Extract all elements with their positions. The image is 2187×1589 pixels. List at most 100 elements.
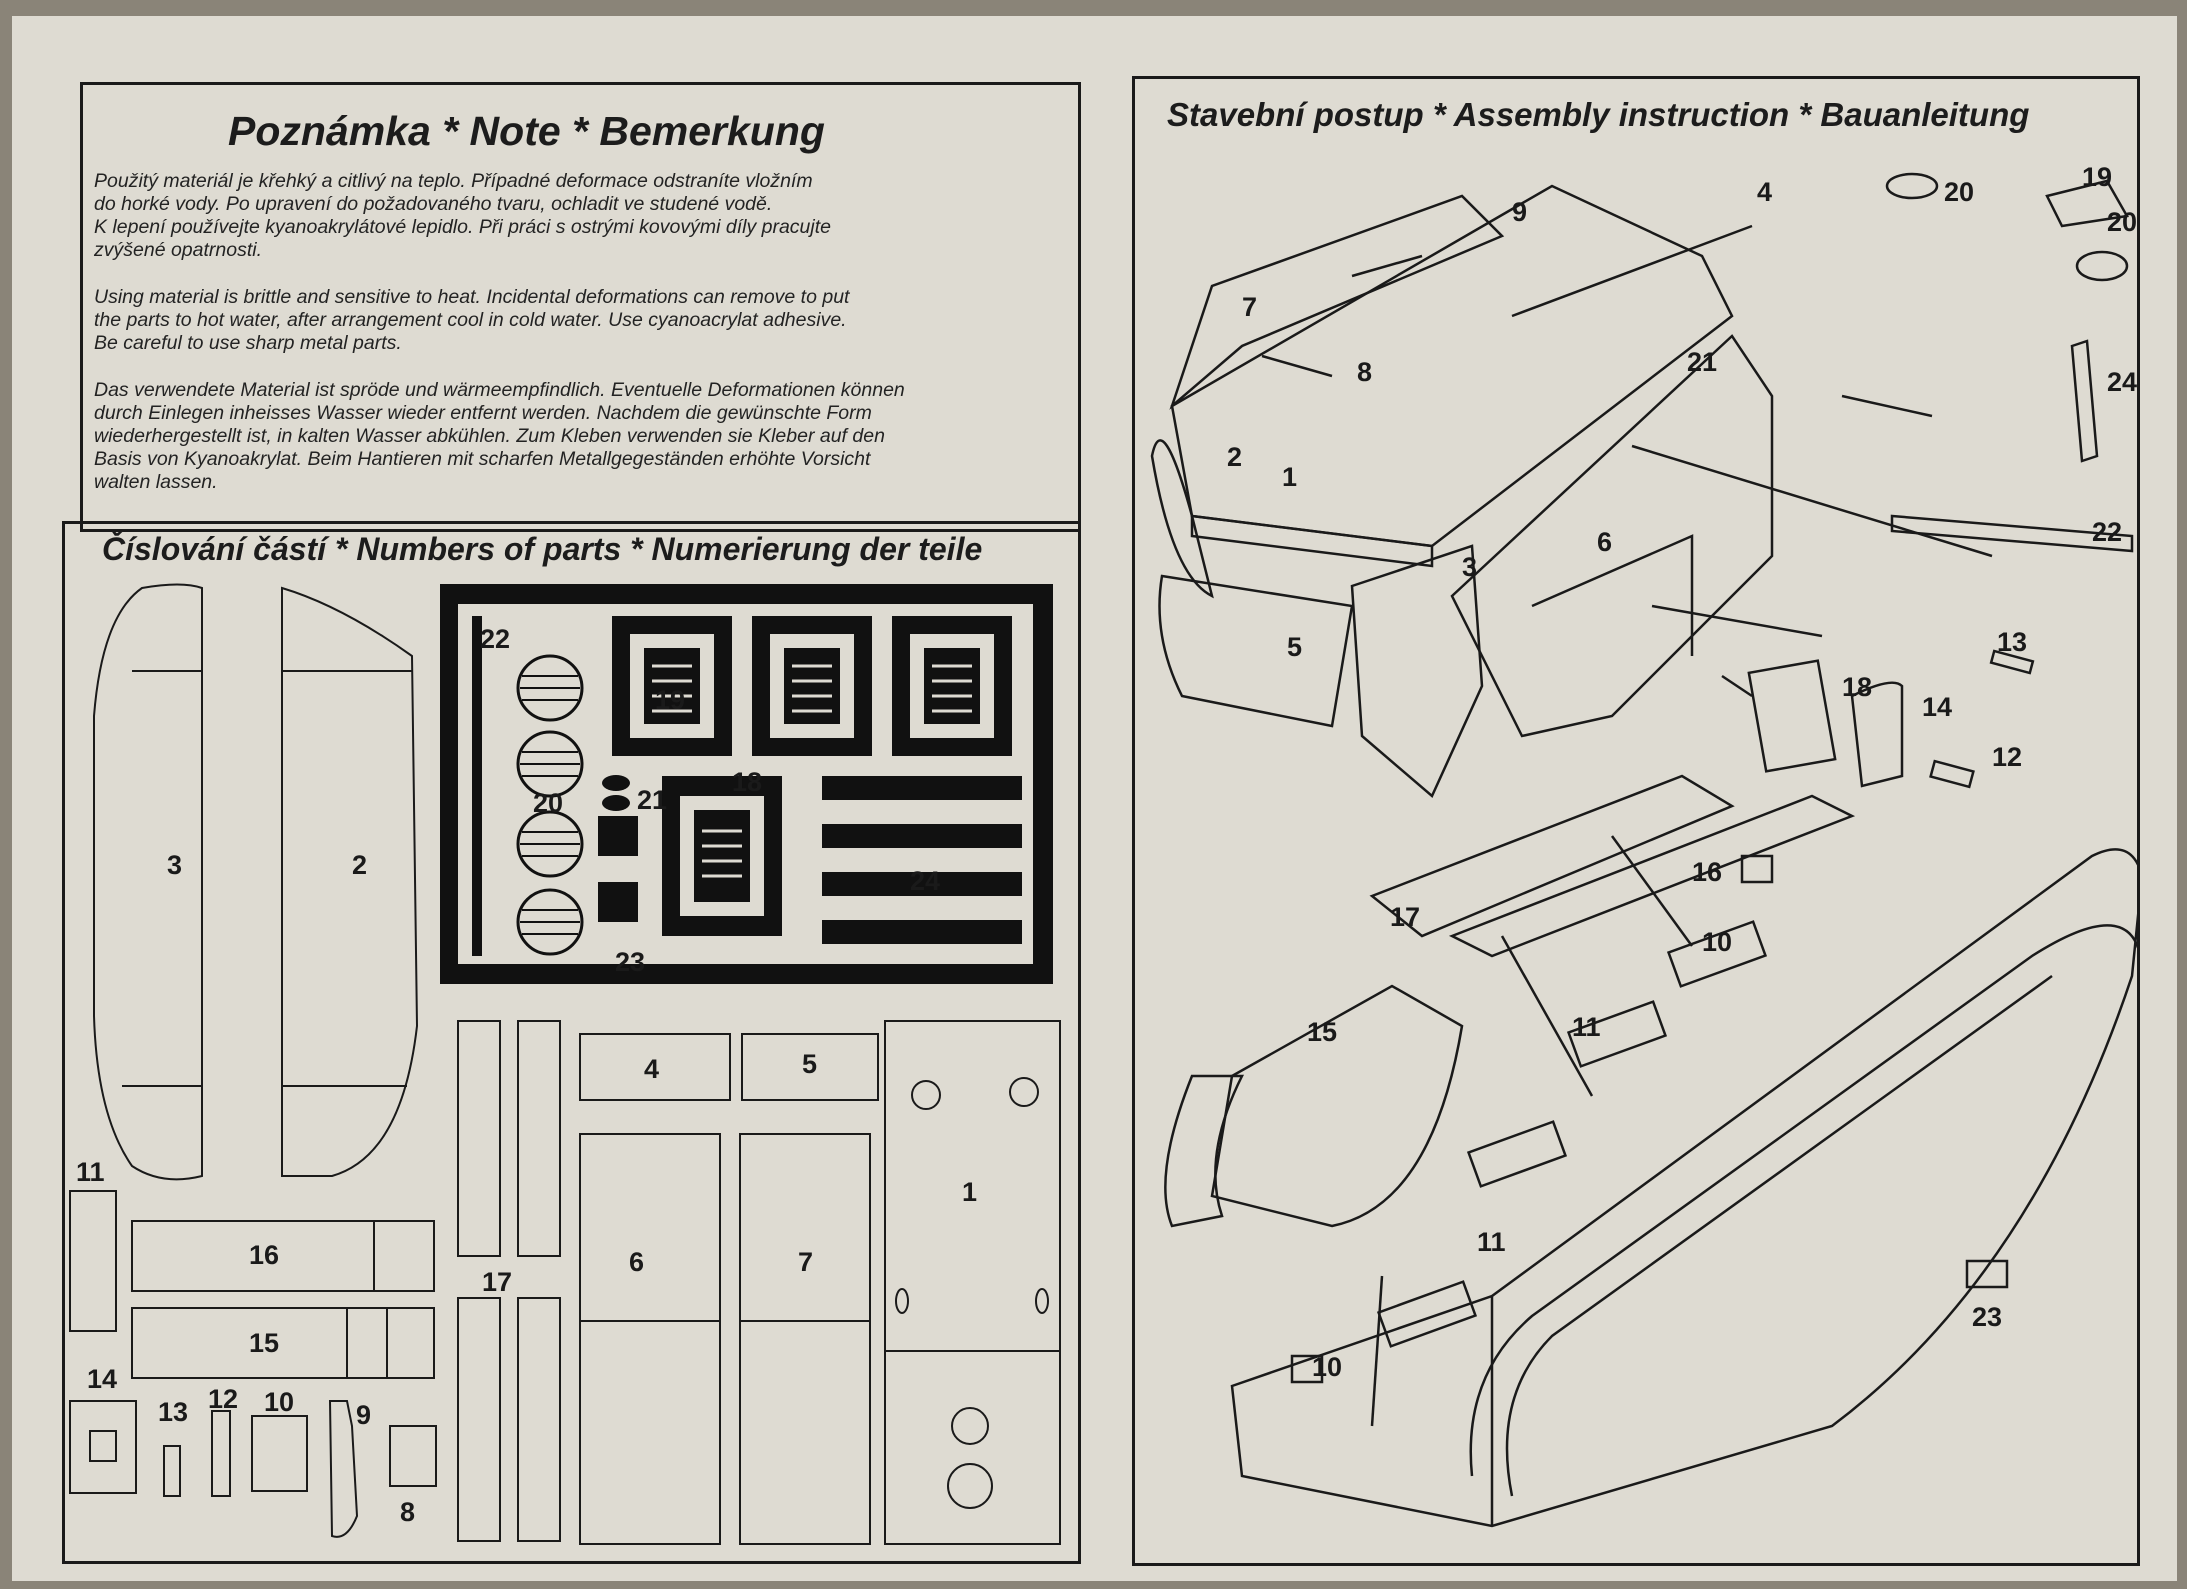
part-17-strip bbox=[457, 1020, 501, 1257]
step-label: 18 bbox=[1842, 672, 1872, 702]
step-label: 8 bbox=[1357, 357, 1372, 387]
part-10-grouser bbox=[1290, 1354, 1324, 1384]
note-line: Basis von Kyanoakrylat. Beim Hantieren m… bbox=[94, 448, 871, 470]
part-11-grouser bbox=[1666, 920, 1768, 988]
assembly-frame bbox=[1132, 76, 2140, 1566]
part-label: 19 bbox=[655, 685, 685, 715]
step-label: 10 bbox=[1702, 927, 1732, 957]
step-label: 2 bbox=[1227, 442, 1242, 472]
part-label: 21 bbox=[637, 785, 667, 815]
right-track bbox=[1469, 924, 2140, 1477]
part-label: 16 bbox=[249, 1240, 279, 1270]
part-11-grouser bbox=[1566, 1000, 1668, 1068]
part-16-panel bbox=[1448, 794, 1856, 958]
part-12-outline bbox=[211, 1410, 231, 1497]
part-24-strip bbox=[2070, 339, 2099, 463]
lower-hull bbox=[1230, 848, 2140, 1528]
step-label: 24 bbox=[2107, 367, 2137, 397]
step-label: 12 bbox=[1992, 742, 2022, 772]
part-label: 14 bbox=[87, 1364, 117, 1394]
part-20-cover bbox=[1885, 172, 1939, 200]
part-label: 24 bbox=[910, 866, 940, 896]
note-line: do horké vody. Po upravení do požadované… bbox=[94, 193, 773, 215]
step-label: 19 bbox=[2082, 162, 2112, 192]
step-label: 15 bbox=[1307, 1017, 1337, 1047]
part-label: 1 bbox=[962, 1177, 977, 1207]
note-line: Das verwendete Material ist spröde und w… bbox=[94, 379, 905, 401]
part-5-outline bbox=[741, 1033, 879, 1101]
step-label: 4 bbox=[1757, 177, 1772, 207]
part-16-outline bbox=[131, 1220, 435, 1292]
note-frame bbox=[80, 82, 1081, 532]
step-label: 1 bbox=[1282, 462, 1297, 492]
step-label: 7 bbox=[1242, 292, 1257, 322]
part-label: 10 bbox=[264, 1387, 294, 1417]
part-10-outline bbox=[251, 1415, 308, 1492]
part-13-pin bbox=[1989, 649, 2035, 675]
step-label: 21 bbox=[1687, 347, 1717, 377]
step-label: 20 bbox=[1944, 177, 1974, 207]
step-label: 9 bbox=[1512, 197, 1527, 227]
part-label: 6 bbox=[629, 1247, 644, 1277]
left-track-ring bbox=[1164, 1074, 1245, 1228]
part-label: 4 bbox=[644, 1054, 659, 1084]
instruction-sheet: Poznámka * Note * Bemerkung Použitý mate… bbox=[12, 16, 2177, 1581]
part-11-outline bbox=[69, 1190, 117, 1332]
part-label: 8 bbox=[400, 1497, 415, 1527]
step-label: 16 bbox=[1692, 857, 1722, 887]
hull-plate-5 bbox=[1158, 574, 1354, 728]
step-label: 13 bbox=[1997, 627, 2027, 657]
step-label: 3 bbox=[1462, 552, 1477, 582]
part-9-outline bbox=[328, 1400, 359, 1538]
hull-roof bbox=[1170, 184, 1734, 548]
assembly-diagram: 1 2 3 4 5 6 7 8 9 10 10 11 11 12 13 14 1… bbox=[1150, 162, 2140, 1528]
step-label: 5 bbox=[1287, 632, 1302, 662]
part-15-panel bbox=[1210, 984, 1464, 1228]
step-label: 11 bbox=[1477, 1227, 1506, 1257]
part-label: 13 bbox=[158, 1397, 188, 1427]
step-label: 22 bbox=[2092, 517, 2122, 547]
step-label: 10 bbox=[1312, 1352, 1342, 1382]
assembly-title: Stavební postup * Assembly instruction *… bbox=[1167, 96, 2030, 133]
part-2-outline bbox=[281, 586, 419, 1177]
part-label: 23 bbox=[615, 947, 645, 977]
track-17 bbox=[1369, 774, 1735, 938]
step-label: 17 bbox=[1390, 902, 1420, 932]
part-23-block bbox=[1965, 1259, 2009, 1289]
part-label: 5 bbox=[802, 1049, 817, 1079]
part-1-outline bbox=[884, 1020, 1061, 1545]
part-11-grouser bbox=[1376, 1280, 1478, 1348]
part-label: 18 bbox=[732, 767, 762, 797]
hull-side-7 bbox=[1169, 194, 1505, 410]
parts-diagram: 3 2 22 19 20 21 18 24 23 4 5 6 7 1 16 15… bbox=[69, 583, 1061, 1545]
note-english-text: Using material is brittle and sensitive … bbox=[94, 286, 849, 355]
hull-side-3 bbox=[1350, 544, 1484, 799]
note-german-text: Das verwendete Material ist spröde und w… bbox=[94, 379, 905, 494]
part-10-grouser bbox=[1740, 854, 1774, 884]
part-12-pin bbox=[1929, 759, 1975, 789]
note-title: Poznámka * Note * Bemerkung bbox=[228, 108, 825, 154]
part-label: 12 bbox=[208, 1384, 238, 1414]
part-label: 17 bbox=[482, 1267, 512, 1297]
note-czech-text: Použitý materiál je křehký a citlivý na … bbox=[94, 170, 831, 262]
note-line: zvýšené opatrnosti. bbox=[94, 239, 263, 261]
part-18-frame bbox=[1747, 659, 1837, 773]
note-line: walten lassen. bbox=[94, 471, 218, 493]
step-label: 14 bbox=[1922, 692, 1952, 722]
part-14-outline bbox=[69, 1400, 137, 1494]
parts-frame bbox=[62, 521, 1081, 1564]
part-label: 9 bbox=[356, 1400, 371, 1430]
note-line: the parts to hot water, after arrangemen… bbox=[94, 309, 847, 331]
part-13-outline bbox=[163, 1445, 181, 1497]
part-20-cover bbox=[2075, 250, 2129, 282]
part-6-outline bbox=[579, 1133, 721, 1545]
part-label: 2 bbox=[352, 850, 367, 880]
parts-title: Číslování částí * Numbers of parts * Num… bbox=[102, 531, 983, 567]
part-label: 3 bbox=[167, 850, 182, 880]
part-11-grouser bbox=[1466, 1120, 1568, 1188]
note-line: Be careful to use sharp metal parts. bbox=[94, 332, 402, 354]
step-label: 20 bbox=[2107, 207, 2137, 237]
hull-side-6 bbox=[1450, 334, 1774, 738]
note-line: durch Einlegen inheisses Wasser wieder e… bbox=[94, 402, 872, 424]
step-label: 11 bbox=[1572, 1012, 1601, 1042]
